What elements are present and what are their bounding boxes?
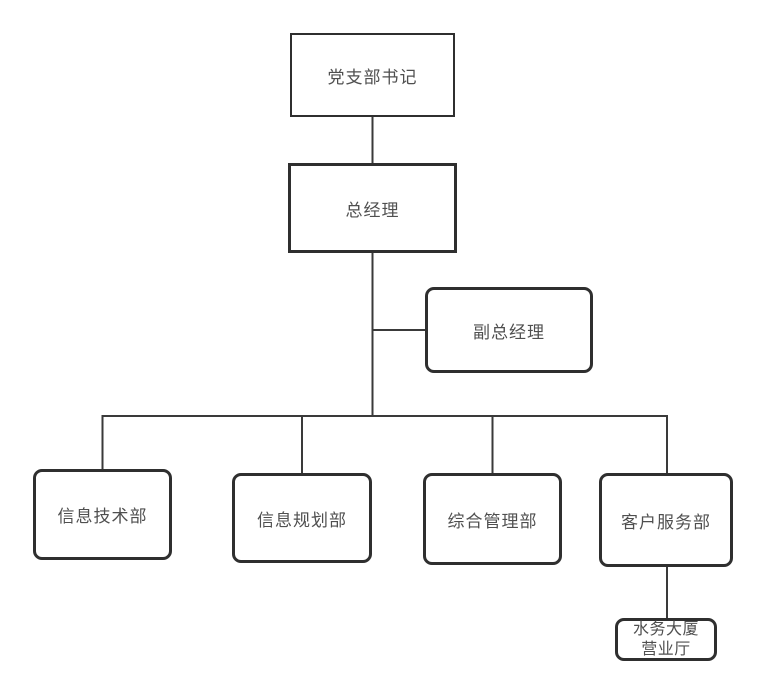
node-info-tech-dept-label: 信息技术部 (57, 507, 148, 526)
node-party-secretary-label: 党支部书记 (327, 67, 418, 87)
node-info-planning-dept: 信息规划部 (232, 473, 372, 563)
node-customer-service-dept-label: 客户服务部 (621, 512, 711, 532)
node-info-tech-dept: 信息技术部 (33, 469, 172, 560)
node-customer-service-dept: 客户服务部 (599, 473, 733, 567)
node-deputy-general-manager-label: 副总经理 (473, 322, 545, 342)
node-water-building-hall: 水务大厦 营业厅 (615, 618, 717, 661)
node-general-manager-label: 总经理 (345, 200, 400, 220)
node-general-admin-dept-label: 综合管理部 (447, 511, 538, 531)
node-party-secretary: 党支部书记 (290, 33, 455, 117)
node-general-manager: 总经理 (288, 163, 457, 253)
node-info-planning-dept-label: 信息规划部 (257, 510, 347, 530)
node-general-admin-dept: 综合管理部 (423, 473, 562, 565)
node-water-building-hall-label-line1: 水务大厦 (632, 620, 699, 638)
node-deputy-general-manager: 副总经理 (425, 287, 593, 373)
node-water-building-hall-label-line2: 营业厅 (641, 640, 691, 658)
